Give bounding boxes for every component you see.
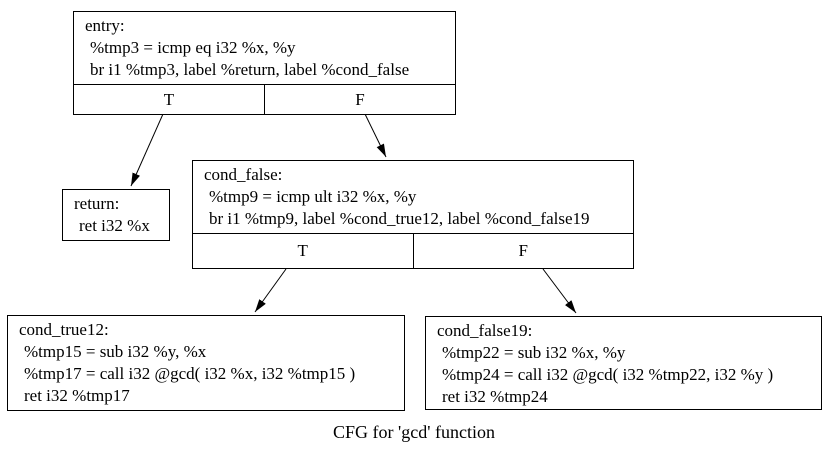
node-cond_false19-instr-1: %tmp22 = sub i32 %x, %y: [442, 343, 626, 362]
node-return-body: return: ret i32 %x: [63, 190, 169, 240]
node-cond_false19-instr-3: ret i32 %tmp24: [442, 387, 548, 406]
edge-entry-T-return: [130, 113, 164, 187]
node-cond_false-port-true: T: [297, 241, 308, 260]
node-cond_true12-instr-2: %tmp17 = call i32 @gcd( i32 %x, i32 %tmp…: [24, 364, 356, 383]
node-entry-label: entry:: [85, 16, 125, 35]
cfg-node-cond_true12: cond_true12: %tmp15 = sub i32 %y, %x %tm…: [7, 315, 405, 411]
cfg-node-cond_false: cond_false: %tmp9 = icmp ult i32 %x, %y …: [192, 160, 634, 269]
node-cond_false-instr-1: %tmp9 = icmp ult i32 %x, %y: [209, 187, 417, 206]
node-entry-port-false: F: [264, 85, 455, 114]
node-cond_true12-instr-1: %tmp15 = sub i32 %y, %x: [24, 342, 207, 361]
diagram-caption: CFG for 'gcd' function: [333, 422, 495, 442]
node-cond_false19-body: cond_false19: %tmp22 = sub i32 %x, %y %t…: [426, 317, 821, 409]
node-cond_false-body: cond_false: %tmp9 = icmp ult i32 %x, %y …: [193, 161, 633, 233]
node-cond_false-label: cond_false:: [204, 165, 283, 184]
node-return-instr-1: ret i32 %x: [79, 216, 150, 235]
node-cond_false19-label: cond_false19:: [437, 321, 533, 340]
node-entry-instr-2: br i1 %tmp3, label %return, label %cond_…: [90, 60, 410, 79]
edge-cond_false-F-cond_false19: [542, 268, 577, 314]
cfg-node-cond_false19: cond_false19: %tmp22 = sub i32 %x, %y %t…: [425, 316, 822, 410]
node-entry-body: entry: %tmp3 = icmp eq i32 %x, %y br i1 …: [74, 12, 455, 84]
node-cond_false19-instr-2: %tmp24 = call i32 @gcd( i32 %tmp22, i32 …: [442, 365, 774, 384]
node-cond_false-port-false: F: [412, 234, 634, 268]
edge-entry-F-cond_false: [364, 113, 387, 158]
cfg-node-return: return: ret i32 %x: [62, 189, 170, 241]
edge-cond_false-T-cond_true12: [254, 268, 287, 313]
node-cond_true12-label: cond_true12:: [19, 320, 109, 339]
node-return-label: return:: [74, 194, 120, 213]
node-cond_true12-instr-3: ret i32 %tmp17: [24, 386, 130, 405]
node-entry-ports: T F: [74, 84, 455, 114]
node-cond_false-instr-2: br i1 %tmp9, label %cond_true12, label %…: [209, 209, 590, 228]
node-cond_true12-body: cond_true12: %tmp15 = sub i32 %y, %x %tm…: [8, 316, 404, 410]
cfg-node-entry: entry: %tmp3 = icmp eq i32 %x, %y br i1 …: [73, 11, 456, 115]
node-entry-port-true: T: [163, 90, 175, 109]
node-entry-instr-1: %tmp3 = icmp eq i32 %x, %y: [90, 38, 296, 57]
node-cond_false-ports: T F: [193, 233, 633, 268]
